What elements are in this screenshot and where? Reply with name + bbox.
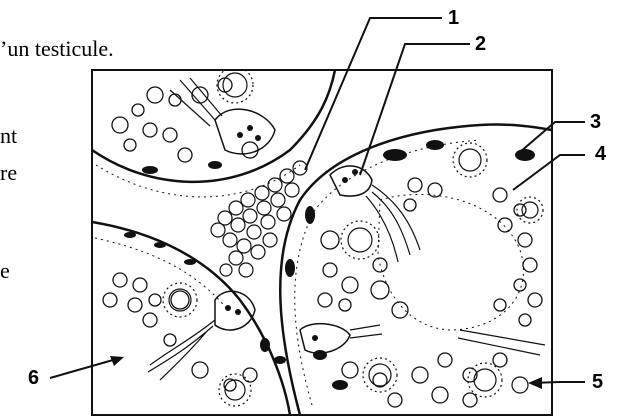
leader-2 [360,44,470,175]
sertoli-cell-top [215,109,275,154]
arrowhead-5 [528,377,542,389]
label-1: 1 [448,8,459,28]
sertoli-cell-lower [300,324,350,353]
tubule-wall-right [280,125,552,415]
label-5: 5 [592,372,603,392]
lumen [378,194,524,330]
arrowhead-6 [110,356,124,366]
label-6: 6 [28,368,39,388]
sertoli-cell-center [330,166,372,196]
label-3: 3 [590,112,601,132]
tubule-wall-left [92,222,290,415]
label-2: 2 [475,34,486,54]
dark-nuclei [124,125,535,390]
label-4: 4 [595,144,606,164]
leader-6 [50,358,120,378]
